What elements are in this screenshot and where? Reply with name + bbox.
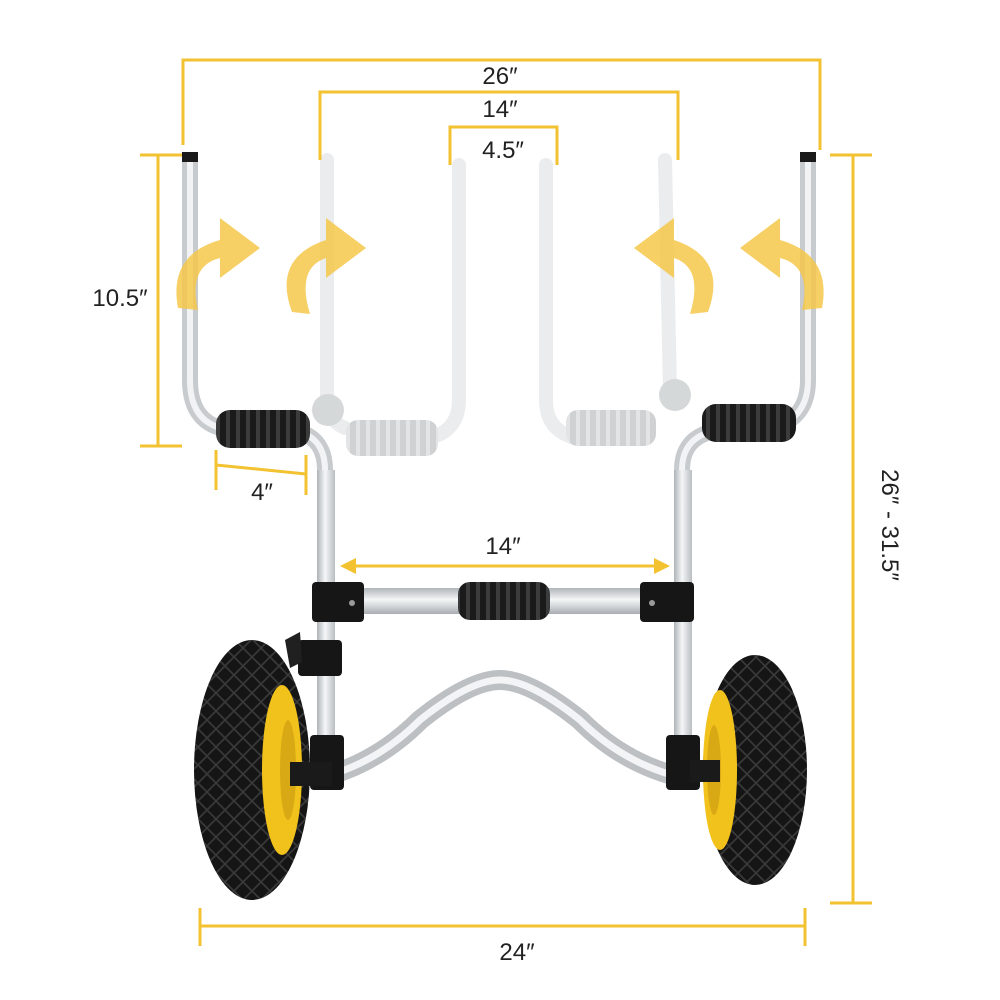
ghost-arms bbox=[312, 153, 691, 456]
dim-outer-width bbox=[181, 58, 822, 150]
label-bumper-length: 4″ bbox=[251, 479, 273, 506]
dim-center-gap bbox=[448, 125, 559, 165]
fold-arrow-icon bbox=[634, 218, 714, 314]
label-inner-width: 14″ bbox=[482, 96, 518, 123]
bracket-right-upper bbox=[640, 582, 694, 622]
crossbar-foam bbox=[458, 582, 550, 620]
ghost-bumper-left bbox=[346, 420, 438, 456]
dim-inner-width bbox=[318, 90, 680, 160]
crossbar-arrowheads bbox=[340, 558, 670, 574]
label-outer-width: 26″ bbox=[482, 63, 518, 90]
wheel-left bbox=[194, 640, 332, 900]
label-arm-height: 10.5″ bbox=[92, 285, 148, 312]
label-total-height: 26″ - 31.5″ bbox=[876, 469, 903, 581]
fold-arrows bbox=[176, 218, 824, 314]
fold-arrow-icon bbox=[176, 218, 260, 310]
label-center-gap: 4.5″ bbox=[482, 137, 524, 164]
foam-bumper-left bbox=[216, 410, 310, 448]
dimension-lines bbox=[140, 58, 872, 946]
label-crossbar-span: 14″ bbox=[485, 533, 521, 560]
ghost-bumper-right bbox=[566, 410, 656, 446]
fold-arrow-icon bbox=[740, 218, 824, 310]
wheel-right bbox=[690, 655, 807, 885]
bracket-left-knob bbox=[298, 640, 342, 676]
bracket-left-upper bbox=[312, 582, 364, 622]
cart-frame bbox=[182, 152, 816, 790]
fold-arrow-icon bbox=[286, 218, 366, 314]
label-wheel-base: 24″ bbox=[499, 939, 535, 966]
foam-bumper-right bbox=[702, 404, 796, 442]
